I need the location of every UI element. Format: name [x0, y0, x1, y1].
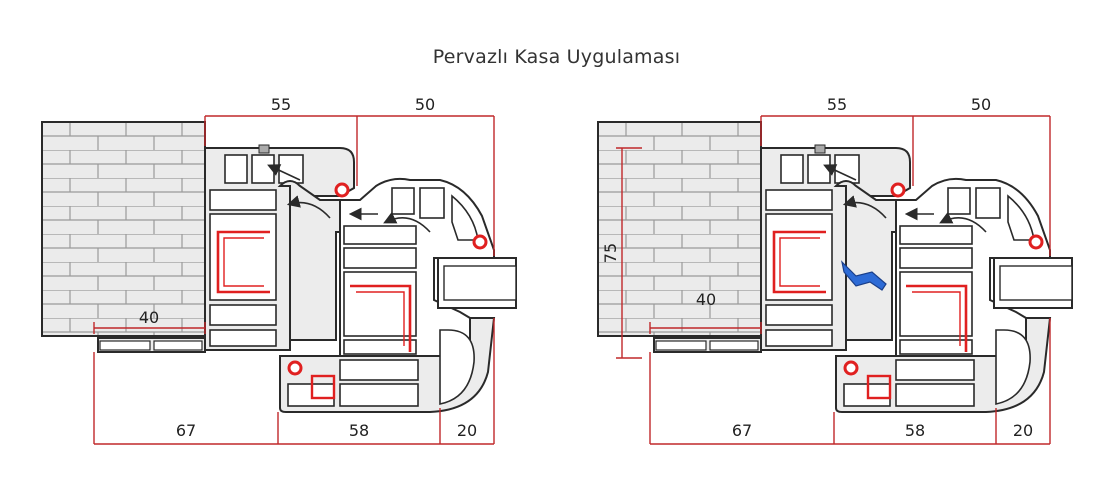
left-bottom-dim-3: 20	[457, 421, 477, 440]
left-brick-wall	[41, 121, 206, 337]
left-bottom-dim-2: 58	[349, 421, 369, 440]
left-frame-dim: 40	[139, 308, 159, 327]
right-height-dim-line	[616, 147, 642, 359]
right-frame-dim: 40	[696, 290, 716, 309]
left-bottom-dim-1: 67	[176, 421, 196, 440]
right-top-dim-1: 55	[827, 95, 847, 114]
right-bottom-dim-1: 67	[732, 421, 752, 440]
right-height-dim: 75	[601, 243, 620, 263]
left-top-dim-1: 55	[271, 95, 291, 114]
right-section-drawing: 75 67 58 20 55 50 40	[597, 95, 1072, 445]
left-section-drawing: 55 50 67 58 20 40	[41, 95, 516, 445]
page-title: Pervazlı Kasa Uygulaması	[432, 46, 681, 68]
left-top-dim-2: 50	[415, 95, 435, 114]
right-top-dim-2: 50	[971, 95, 991, 114]
right-bottom-dim-2: 58	[905, 421, 925, 440]
right-center-gasket	[841, 260, 887, 291]
right-bottom-dim-3: 20	[1013, 421, 1033, 440]
